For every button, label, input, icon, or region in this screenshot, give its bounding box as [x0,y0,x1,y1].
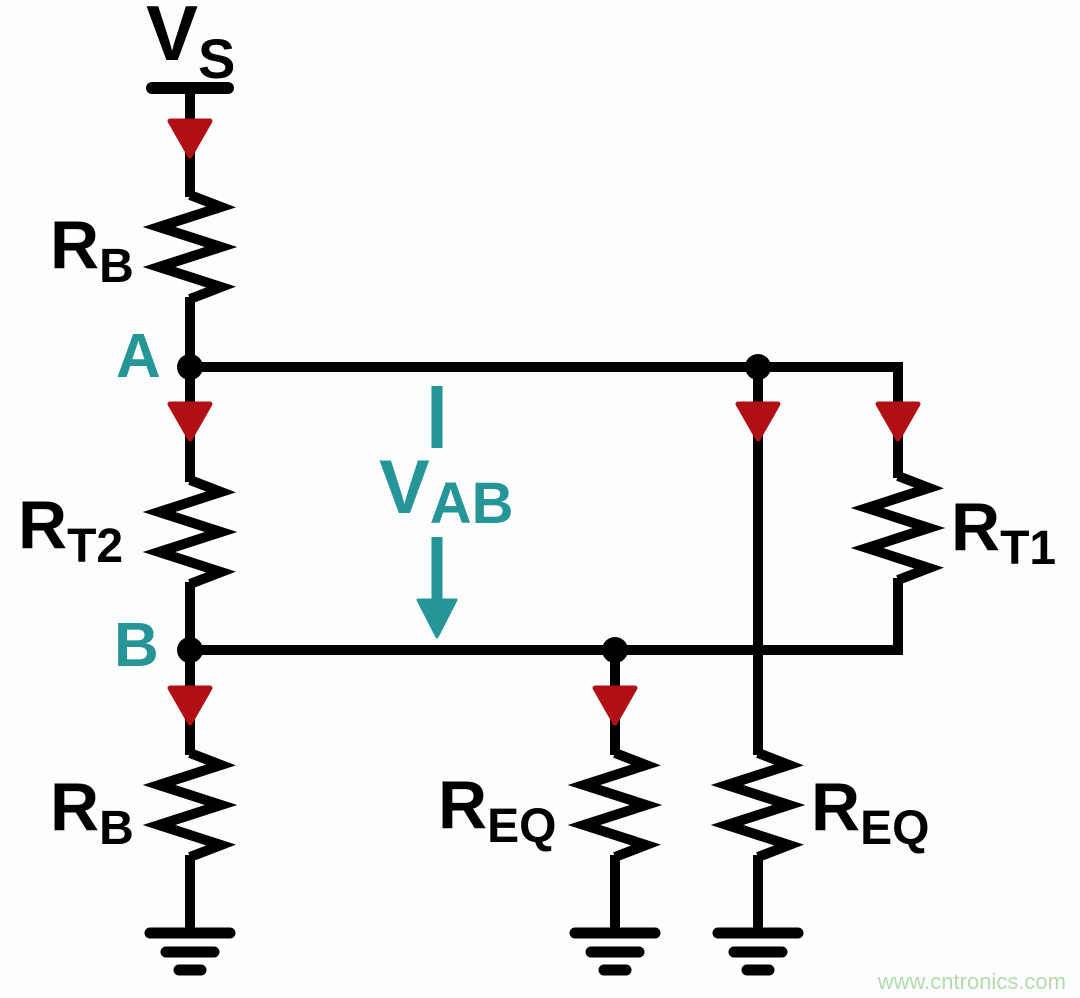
label-vab: VAB [379,450,513,533]
current-arrows [167,118,921,726]
b-rail-junction-dot [602,637,628,663]
ground-symbol-left [144,927,236,976]
ground-symbol-mid [569,927,661,976]
vab-arrow [416,386,458,639]
label-vab-main: V [379,445,430,530]
label-vs: VS [146,0,235,87]
current-arrow-req-right-icon [735,401,781,442]
label-req-right-main: R [811,769,861,845]
label-req-right: REQ [811,773,929,853]
label-rb-top-sub: B [99,240,134,293]
wire-b-rail [190,578,903,655]
resistor-rb-top [142,190,238,304]
resistor-rt2 [142,475,238,589]
label-rb-top-main: R [50,207,100,283]
label-vs-main: V [146,0,199,77]
wire-top-rail [190,362,903,478]
label-rt2: RT2 [18,491,123,571]
label-rt1: RT1 [951,493,1056,573]
label-req-mid: REQ [438,771,556,851]
label-node-a: A [116,322,161,391]
resistor-req-mid [567,748,663,862]
label-vab-sub: AB [429,471,514,536]
label-rt1-main: R [951,489,1001,565]
current-arrow-rb-bottom-icon [167,685,213,726]
ground-symbols [144,927,804,976]
node-a-dot [177,354,203,380]
label-req-mid-sub: EQ [487,800,557,853]
resistor-rb-bottom [142,748,238,862]
label-rt2-sub: T2 [67,520,124,573]
current-arrow-rt1-icon [875,401,921,442]
top-rail-junction-dot [745,354,771,380]
label-rt1-sub: T1 [1000,522,1057,575]
label-rt2-main: R [18,487,68,563]
label-req-mid-main: R [438,767,488,843]
resistor-rt1 [850,471,946,585]
label-rb-bottom: RB [50,773,134,853]
watermark: www.cntronics.com [877,969,1066,994]
current-arrow-vs-icon [167,118,213,159]
label-rb-top: RB [50,211,134,291]
resistor-req-right [710,748,806,862]
current-arrow-req-mid-icon [592,685,638,726]
label-rb-bottom-sub: B [99,802,134,855]
vab-arrowhead-icon [416,598,458,639]
label-req-right-sub: EQ [860,802,930,855]
junction-dots [177,354,771,663]
current-arrow-rt2-icon [167,401,213,442]
label-rb-bottom-main: R [50,769,100,845]
label-vs-sub: S [198,27,236,90]
ground-symbol-right [712,927,804,976]
node-b-dot [177,637,203,663]
label-node-b: B [114,611,159,680]
